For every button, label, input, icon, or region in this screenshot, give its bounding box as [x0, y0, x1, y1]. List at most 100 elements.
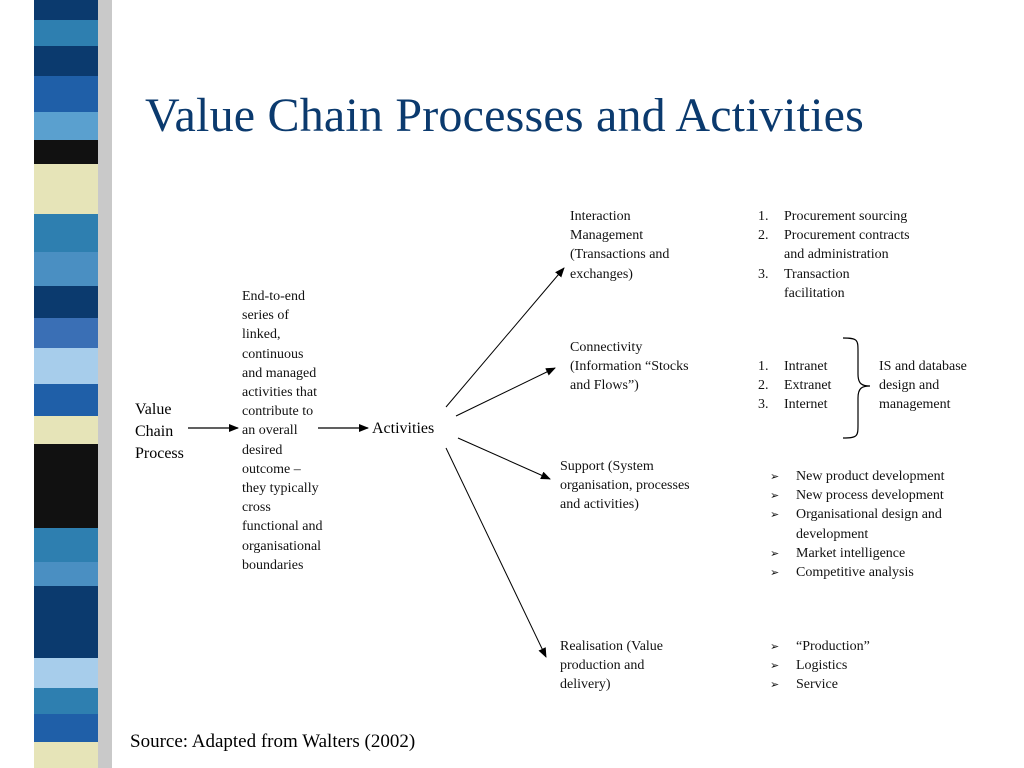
- description-line: outcome –: [242, 461, 301, 477]
- arrowhead-bullet-icon: ➢: [770, 471, 780, 483]
- stripe-block: [34, 384, 98, 416]
- list-item-text: Procurement sourcing: [784, 209, 908, 224]
- list-number: 2.: [758, 228, 769, 244]
- list-item: ➢ New product development: [770, 467, 945, 486]
- node-line: exchanges): [570, 266, 633, 282]
- interaction-activities-list: 1. Procurement sourcing 2. Procurement con…: [758, 207, 910, 303]
- brace-note: IS and database design and management: [879, 357, 967, 415]
- description-line: cross: [242, 500, 271, 516]
- node-line: delivery): [560, 677, 611, 693]
- arrow-to-realisation: [445, 447, 547, 658]
- support-node: Support (System organisation, processes …: [560, 457, 690, 515]
- description-line: contribute to: [242, 404, 314, 420]
- node-line: Connectivity: [570, 340, 643, 355]
- vcp-line: Value: [135, 401, 172, 418]
- list-item: 3. Internet: [758, 395, 831, 414]
- list-item: ➢ Logistics: [770, 656, 870, 675]
- list-item-text: Competitive analysis: [796, 565, 914, 581]
- arrowhead-bullet-icon: ➢: [770, 641, 780, 653]
- stripe-block: [34, 112, 98, 140]
- slide-title: Value Chain Processes and Activities: [145, 89, 865, 142]
- connectivity-activities-list: 1. Intranet 2. Extranet 3. Internet: [758, 357, 831, 415]
- list-number: 1.: [758, 359, 769, 374]
- interaction-management-node: Interaction Management (Transactions and…: [570, 207, 669, 284]
- stripe-block: [34, 742, 98, 768]
- stripe-block: [34, 140, 98, 164]
- list-item-text: Extranet: [784, 378, 832, 394]
- list-number: 2.: [758, 378, 769, 394]
- list-item: 1. Procurement sourcing: [758, 207, 910, 226]
- stripe-block: [34, 624, 98, 658]
- node-line: Support (System: [560, 459, 654, 474]
- list-number: 3.: [758, 266, 769, 282]
- arrowhead-bullet-icon: ➢: [770, 679, 780, 692]
- list-item: ➢ New process development: [770, 486, 945, 505]
- description-line: boundaries: [242, 557, 304, 573]
- stripe-block: [34, 188, 98, 214]
- stripe-block: [34, 46, 98, 76]
- node-line: and activities): [560, 497, 639, 513]
- description-line: series of: [242, 308, 290, 324]
- list-item-text: New process development: [796, 488, 944, 504]
- description-line: functional and: [242, 519, 323, 535]
- decorative-stripe: [34, 0, 112, 768]
- list-item-text: facilitation: [784, 285, 845, 301]
- arrowhead-bullet-icon: ➢: [770, 509, 780, 522]
- arrow-to-interaction: [445, 267, 565, 408]
- node-line: and Flows”): [570, 378, 639, 394]
- value-chain-process-label: Value Chain Process: [135, 399, 184, 465]
- stripe-block: [34, 286, 98, 318]
- arrowhead-bullet-icon: ➢: [770, 567, 780, 580]
- list-item-text: Internet: [784, 397, 828, 413]
- list-item: 3. Transaction facilitation: [758, 265, 910, 303]
- stripe-shadow: [98, 0, 112, 768]
- description-line: and managed: [242, 365, 317, 381]
- description-line: linked,: [242, 327, 281, 343]
- activities-label: Activities: [372, 420, 435, 437]
- list-item-text: Organisational design and: [796, 507, 942, 523]
- vcp-line: Process: [135, 445, 184, 462]
- arrow-to-support: [457, 437, 551, 480]
- list-item-text: Procurement contracts: [784, 228, 910, 244]
- stripe-block: [34, 528, 98, 562]
- arrowhead-bullet-icon: ➢: [770, 490, 780, 503]
- stripe-block: [34, 562, 98, 586]
- node-line: organisation, processes: [560, 478, 690, 494]
- stripe-block: [34, 714, 98, 742]
- description-line: activities that: [242, 385, 318, 401]
- arrowhead-bullet-icon: ➢: [770, 660, 780, 673]
- list-item-text: Service: [796, 677, 838, 693]
- list-item-text: New product development: [796, 469, 945, 484]
- stripe-block: [34, 318, 98, 348]
- stripe-block: [34, 0, 98, 20]
- realisation-node: Realisation (Value production and delive…: [560, 637, 663, 695]
- list-item-text: Transaction: [784, 266, 850, 282]
- node-line: Realisation (Value: [560, 639, 664, 654]
- list-item-text: Logistics: [796, 658, 848, 674]
- curly-brace: [842, 337, 871, 439]
- stripe-block: [34, 658, 98, 688]
- arrowhead-bullet-icon: ➢: [770, 547, 780, 560]
- support-activities-list: ➢ New product development ➢ New process de…: [770, 467, 945, 582]
- stripe-block: [34, 416, 98, 444]
- description-line: an overall: [242, 423, 298, 439]
- stripe-block: [34, 688, 98, 714]
- list-item: ➢“Production”: [770, 637, 870, 656]
- source-citation: Source: Adapted from Walters (2002): [130, 731, 416, 752]
- description-line: desired: [242, 442, 283, 458]
- brace-note-line: management: [879, 397, 951, 413]
- list-number: 3.: [758, 397, 769, 413]
- node-line: production and: [560, 658, 645, 674]
- stripe-block: [34, 586, 98, 624]
- description-line: organisational: [242, 538, 322, 554]
- node-line: Management: [570, 228, 644, 244]
- list-item-text: Intranet: [784, 359, 828, 374]
- stripe-block: [34, 76, 98, 112]
- description-line: continuous: [242, 346, 304, 362]
- description-line: they typically: [242, 481, 319, 497]
- list-number: 1.: [758, 209, 769, 224]
- list-item-text: development: [796, 526, 869, 542]
- description-line: End-to-end: [242, 289, 305, 304]
